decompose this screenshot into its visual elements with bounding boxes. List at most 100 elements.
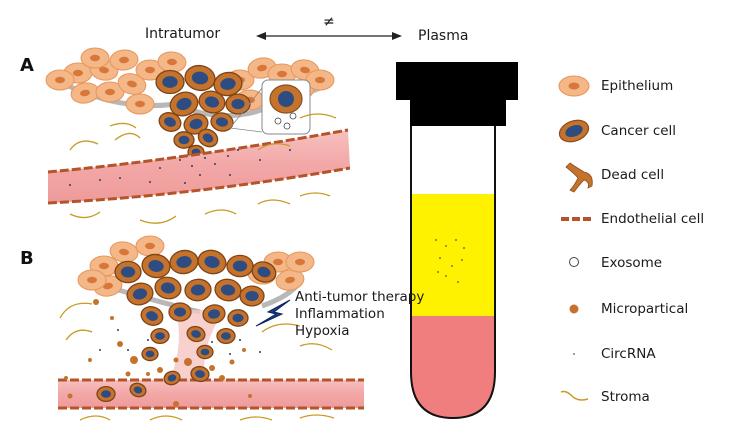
blood-layer <box>411 316 495 418</box>
circrna-dot <box>239 339 241 341</box>
circrna-icon <box>573 353 575 355</box>
stroma-fiber <box>69 211 101 219</box>
circrna-dot <box>127 349 129 351</box>
epithelium-cell <box>135 235 165 257</box>
vessel-b <box>58 378 364 410</box>
cancer-cell <box>184 64 216 92</box>
annotation-inflammation: Inflammation <box>295 306 385 322</box>
microparticle <box>242 348 246 352</box>
microparticle <box>173 357 179 363</box>
microparticle <box>173 401 179 407</box>
cancer-cell <box>158 112 182 132</box>
microparticle <box>184 358 192 366</box>
blood-tube <box>396 62 518 420</box>
lightning-bolt-icon <box>255 299 291 327</box>
circrna-dot <box>191 165 193 167</box>
legend-icons <box>558 75 593 401</box>
circrna-dot <box>184 182 186 184</box>
circulating-cell <box>190 365 210 383</box>
legend-cancer-cell: Cancer cell <box>601 123 677 139</box>
stroma-fiber <box>59 302 93 319</box>
stroma-fiber <box>114 132 141 141</box>
circrna-dot <box>435 239 437 241</box>
stroma-fiber <box>204 209 237 215</box>
stroma-fiber <box>109 122 137 129</box>
epithelium-cell <box>95 81 125 103</box>
epithelium-cell <box>45 69 75 91</box>
exosome-zoom-inset <box>229 79 311 135</box>
epithelium-cell <box>117 73 147 95</box>
legend-epithelium: Epithelium <box>601 78 674 94</box>
stroma-fiber <box>149 415 183 421</box>
circrna-dot <box>463 247 465 249</box>
epithelium-cell <box>109 49 139 71</box>
circrna-dot <box>455 239 457 241</box>
circulating-cell <box>129 382 147 398</box>
circrna-dot <box>451 265 453 267</box>
circrna-dot <box>179 159 181 161</box>
microparticle <box>219 375 225 381</box>
microparticle-icon <box>569 304 579 314</box>
cancer-cell <box>213 71 243 97</box>
circrna-dot <box>437 271 439 273</box>
cancer-cell <box>155 69 185 95</box>
circrna-dot <box>69 184 71 186</box>
cancer-cell <box>225 93 251 115</box>
plasma-layer <box>411 194 495 318</box>
legend-micropartical: Micropartical <box>601 301 689 317</box>
cancer-cell <box>197 128 219 148</box>
epithelium-cell <box>125 93 155 115</box>
stroma-fiber <box>261 323 301 333</box>
exosome-icon <box>569 257 579 267</box>
stroma-icon <box>560 390 589 401</box>
panel-b-label: B <box>20 248 34 269</box>
stroma-fiber <box>139 215 177 224</box>
cancer-cell-icon <box>558 119 590 143</box>
tube-cap-bottom <box>410 98 506 126</box>
tube-cap-top <box>396 62 518 100</box>
microparticle <box>130 356 138 364</box>
circrna-dot <box>117 329 119 331</box>
microparticle <box>67 393 73 399</box>
circrna-dot <box>214 163 216 165</box>
header-plasma-label: Plasma <box>418 28 469 44</box>
cancer-cell <box>150 327 170 345</box>
circrna-dot <box>199 174 201 176</box>
legend-dead-cell: Dead cell <box>601 167 665 183</box>
cancer-cell <box>196 344 214 360</box>
cancer-cell <box>126 282 154 306</box>
panel-b-illustration <box>58 235 364 421</box>
circrna-dot <box>259 351 261 353</box>
cancer-cell <box>141 253 171 279</box>
microparticle <box>93 299 99 305</box>
panel-a-illustration <box>45 47 351 224</box>
annotation-hypoxia: Hypoxia <box>295 323 350 339</box>
epithelium-cell <box>305 69 335 91</box>
epithelium-cell <box>109 241 139 263</box>
header-arrow <box>256 32 402 40</box>
circrna-dot <box>99 179 101 181</box>
stroma-fiber <box>65 329 93 341</box>
stroma-fiber <box>257 143 291 151</box>
cancer-cell <box>184 278 212 302</box>
vessel-a <box>47 128 351 205</box>
stroma-fiber <box>257 199 291 205</box>
stroma-fiber <box>299 113 337 119</box>
legend-circrna: CircRNA <box>601 346 656 362</box>
cancer-cell <box>140 306 164 326</box>
epithelium-icon <box>558 75 590 97</box>
legend-exosome: Exosome <box>601 255 663 271</box>
circrna-dot <box>439 257 441 259</box>
legend-stroma: Stroma <box>601 389 650 405</box>
stimulus-annotation: Anti-tumor therapy Inflammation Hypoxia <box>295 289 424 340</box>
stroma-fiber <box>79 415 111 421</box>
circrna-dot <box>289 149 291 151</box>
cancer-cell <box>186 325 206 343</box>
cancer-cell <box>141 346 159 362</box>
epithelium-cell <box>77 269 107 291</box>
circrna-dot <box>259 159 261 161</box>
epithelium-cell <box>80 47 110 69</box>
cancer-cell <box>251 261 277 283</box>
cancer-cell <box>214 278 242 302</box>
circulating-cell <box>96 385 116 403</box>
